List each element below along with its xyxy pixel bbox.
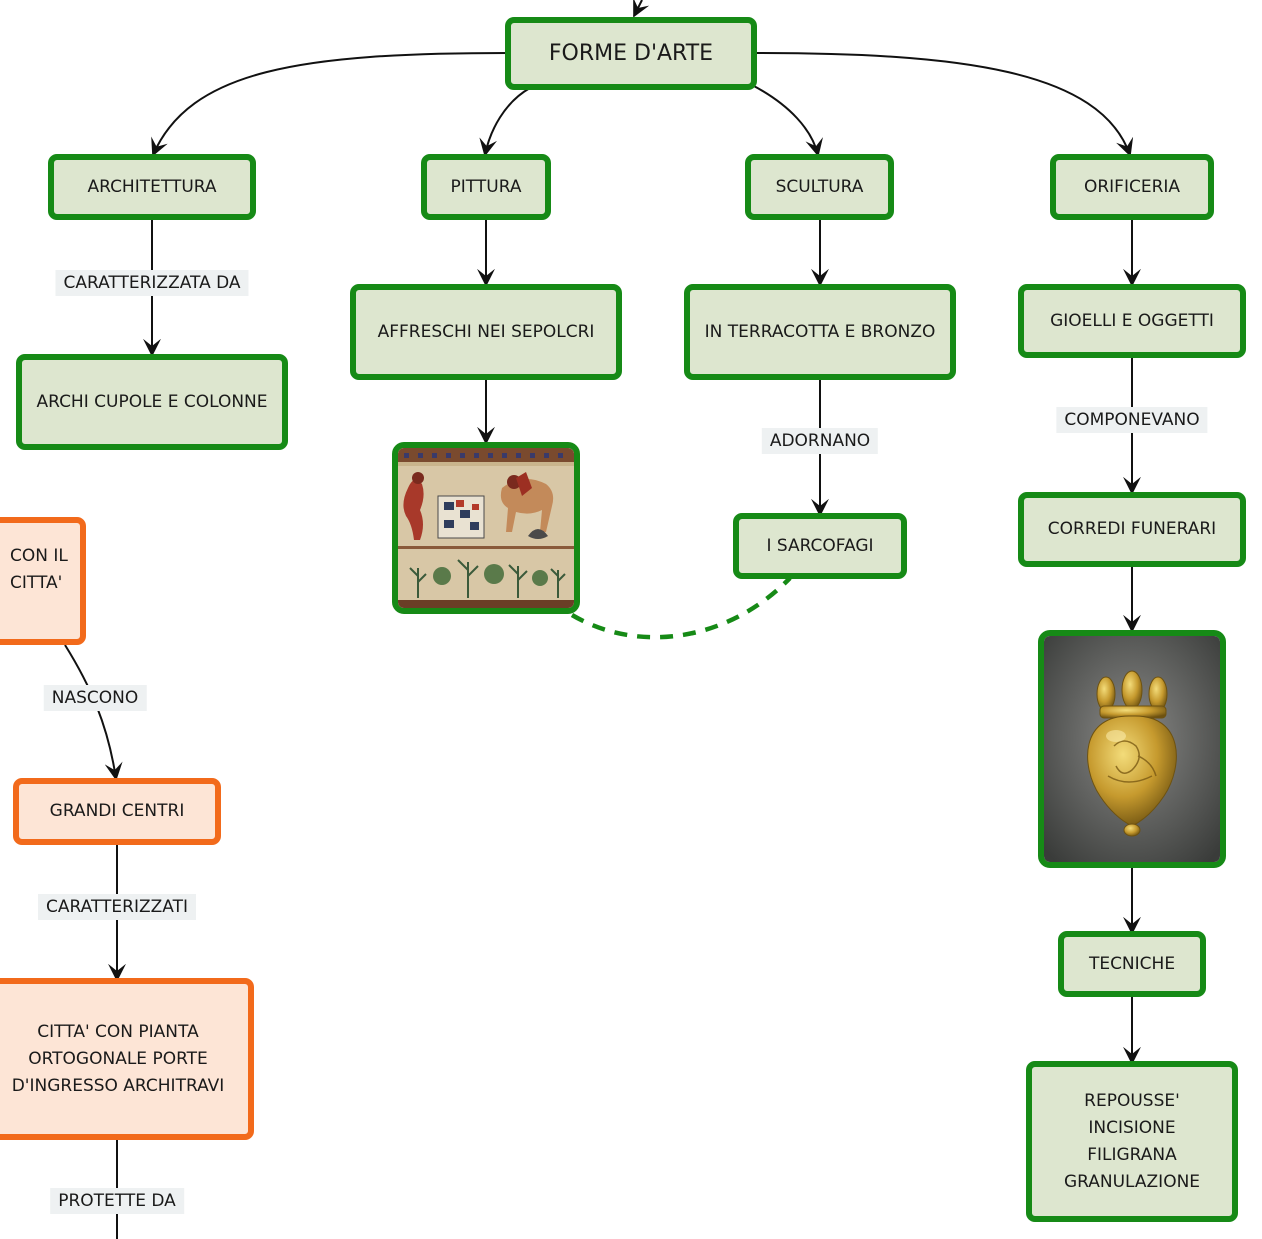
edge-forme-scultura xyxy=(751,84,823,157)
node-orificeria[interactable]: ORIFICERIA xyxy=(1050,154,1214,220)
label-componevano: COMPONEVANO xyxy=(1056,407,1208,433)
edge-forme-orificeria xyxy=(755,52,1134,157)
node-architettura[interactable]: ARCHITETTURA xyxy=(48,154,256,220)
node-corredi-funerari[interactable]: CORREDI FUNERARI xyxy=(1018,492,1246,567)
etruscan-fresco-image xyxy=(398,448,574,608)
node-terracotta-bronzo[interactable]: IN TERRACOTTA E BRONZO xyxy=(684,284,956,380)
edge-top-in xyxy=(633,0,650,18)
node-sarcofagi[interactable]: I SARCOFAGI xyxy=(733,513,907,579)
node-fresco-image[interactable] xyxy=(392,442,580,614)
edge-dashed-fresco-sarcofagi xyxy=(570,576,792,640)
node-affreschi-sepolcri[interactable]: AFFRESCHI NEI SEPOLCRI xyxy=(350,284,622,380)
node-scultura[interactable]: SCULTURA xyxy=(745,154,894,220)
node-gioielli-oggetti[interactable]: GIOELLI E OGGETTI xyxy=(1018,284,1246,358)
label-nascono: NASCONO xyxy=(43,685,147,711)
edge-forme-pittura xyxy=(479,87,531,157)
label-adornano: ADORNANO xyxy=(761,428,879,454)
label-protette-da: PROTETTE DA xyxy=(50,1188,184,1214)
edge-forme-architettura xyxy=(151,52,509,157)
label-caratterizzati: CARATTERIZZATI xyxy=(38,894,196,920)
gold-pendant-image xyxy=(1044,636,1220,862)
node-archi-cupole-colonne[interactable]: ARCHI CUPOLE E COLONNE xyxy=(16,354,288,450)
label-caratterizzata-da: CARATTERIZZATA DA xyxy=(55,270,249,296)
node-tecniche[interactable]: TECNICHE xyxy=(1058,931,1206,997)
node-pittura[interactable]: PITTURA xyxy=(421,154,551,220)
edge-conil-grandi xyxy=(64,644,123,781)
node-forme-darte[interactable]: FORME D'ARTE xyxy=(505,17,757,90)
node-repousse-techniques[interactable]: REPOUSSE' INCISIONE FILIGRANA GRANULAZIO… xyxy=(1026,1061,1238,1222)
node-con-il-citta[interactable]: CON IL CITTA' xyxy=(0,517,86,645)
node-jewel-image[interactable] xyxy=(1038,630,1226,868)
node-citta-pianta-ortogonale[interactable]: CITTA' CON PIANTA ORTOGONALE PORTE D'ING… xyxy=(0,978,254,1140)
node-grandi-centri[interactable]: GRANDI CENTRI xyxy=(13,778,221,845)
